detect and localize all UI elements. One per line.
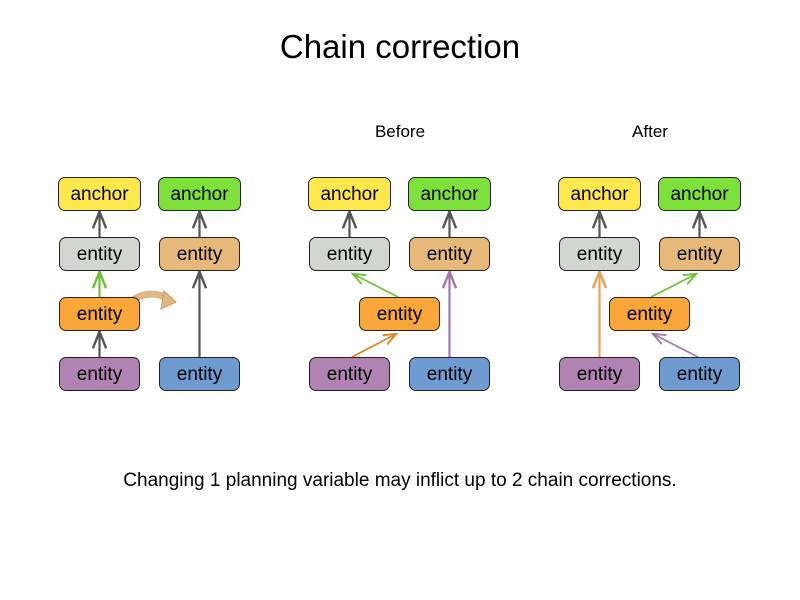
node-entity-purple[interactable]: entity [309, 357, 390, 391]
panel-before-arrows [350, 212, 450, 358]
slide-caption: Changing 1 planning variable may inflict… [123, 470, 677, 491]
node-entity-purple[interactable]: entity [559, 357, 640, 391]
node-entity-orange[interactable]: entity [59, 297, 140, 331]
panel-original-arrows [100, 212, 200, 357]
page-title: Chain correction [279, 28, 521, 65]
panel-after-arrows [600, 212, 700, 358]
node-anchor-green[interactable]: anchor [408, 177, 491, 211]
node-entity-blue[interactable]: entity [159, 357, 240, 391]
node-anchor-yellow[interactable]: anchor [308, 177, 391, 211]
node-entity-grey[interactable]: entity [309, 237, 390, 271]
node-entity-tan[interactable]: entity [159, 237, 240, 271]
node-entity-tan[interactable]: entity [409, 237, 490, 271]
arrow-blue-to-orange [653, 334, 699, 358]
panel-label-before: Before [374, 122, 426, 141]
node-entity-purple[interactable]: entity [59, 357, 140, 391]
node-entity-blue[interactable]: entity [409, 357, 490, 391]
node-anchor-yellow[interactable]: anchor [558, 177, 641, 211]
node-entity-orange[interactable]: entity [609, 297, 690, 331]
node-anchor-yellow[interactable]: anchor [58, 177, 141, 211]
node-entity-grey[interactable]: entity [59, 237, 140, 271]
node-entity-blue[interactable]: entity [659, 357, 740, 391]
node-entity-orange[interactable]: entity [359, 297, 440, 331]
arrow-orange-to-tan [650, 274, 696, 298]
panel-label-after: After [632, 122, 668, 141]
node-anchor-green[interactable]: anchor [658, 177, 741, 211]
node-entity-grey[interactable]: entity [559, 237, 640, 271]
node-anchor-green[interactable]: anchor [158, 177, 241, 211]
arrow-orange-to-grey [353, 274, 399, 298]
arrow-purple-to-orange [351, 334, 396, 358]
node-entity-tan[interactable]: entity [659, 237, 740, 271]
